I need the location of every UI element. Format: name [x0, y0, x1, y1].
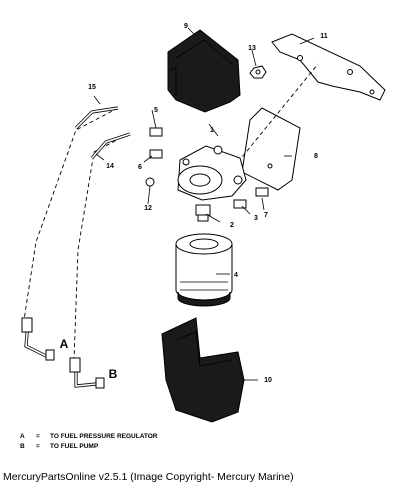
callout-12: 12 [144, 205, 152, 212]
part-13-nut [249, 65, 267, 79]
part-9-cover [167, 29, 241, 113]
part-8-plate [241, 107, 301, 191]
callout-1: 1 [210, 127, 214, 134]
part-4-filter [175, 233, 233, 307]
legend-row-a: A = TO FUEL PRESSURE REGULATOR [20, 432, 158, 442]
callout-9: 9 [184, 23, 188, 30]
hose-label-b: B [109, 367, 118, 381]
callout-11: 11 [320, 33, 328, 40]
legend-eq-a: = [36, 433, 40, 440]
part-11-bracket [271, 33, 386, 101]
callout-8: 8 [314, 153, 318, 160]
legend-text-a: TO FUEL PRESSURE REGULATOR [50, 433, 158, 440]
callout-2: 2 [230, 222, 234, 229]
exploded-parts-diagram: 1 2 3 4 5 6 7 8 9 10 11 12 13 14 15 A B [21, 23, 386, 423]
hose-label-a: A [60, 337, 69, 351]
copyright-footer: MercuryPartsOnline v2.5.1 (Image Copyrig… [3, 471, 294, 483]
part-6-fitting [149, 149, 163, 159]
leader-lines [93, 27, 315, 381]
callout-3: 3 [254, 215, 258, 222]
callout-15: 15 [88, 84, 96, 91]
callout-10: 10 [264, 377, 272, 384]
callout-13: 13 [248, 45, 256, 52]
legend-eq-b: = [36, 443, 40, 450]
legend-row-b: B = TO FUEL PUMP [20, 442, 158, 452]
callout-5: 5 [154, 107, 158, 114]
legend-key-b: B [20, 443, 25, 450]
part-12-plug [145, 177, 155, 187]
part-3-fitting [233, 199, 247, 209]
callout-14: 14 [106, 163, 114, 170]
legend: A = TO FUEL PRESSURE REGULATOR B = TO FU… [20, 432, 158, 452]
part-2-nipple [195, 204, 211, 222]
callout-4: 4 [234, 272, 238, 279]
fuel-lines [21, 106, 131, 389]
legend-key-a: A [20, 433, 25, 440]
part-5-fitting [149, 127, 163, 137]
part-7-fitting [255, 187, 269, 197]
callout-6: 6 [138, 164, 142, 171]
callout-7: 7 [264, 212, 268, 219]
part-1-filter-head [177, 145, 247, 201]
part-10-shield [161, 317, 245, 423]
legend-text-b: TO FUEL PUMP [50, 443, 99, 450]
